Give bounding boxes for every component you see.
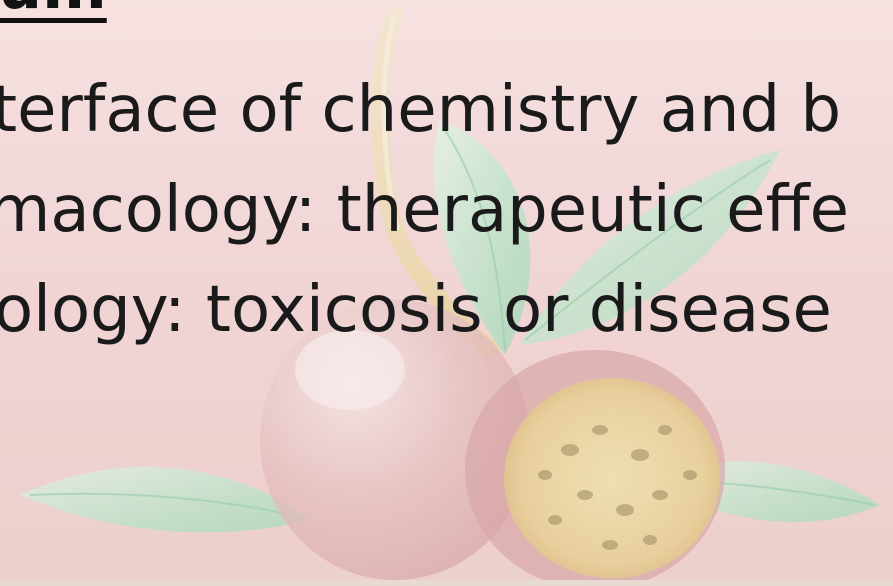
bullet-line-2: macology: therapeutic effe bbox=[0, 173, 849, 247]
bullet-line-3: ology: toxicosis or disease bbox=[0, 273, 832, 347]
bottom-strip bbox=[0, 580, 893, 586]
slide-title-fragment: um bbox=[0, 0, 107, 18]
bullet-line-1: terface of chemistry and b bbox=[0, 73, 842, 147]
